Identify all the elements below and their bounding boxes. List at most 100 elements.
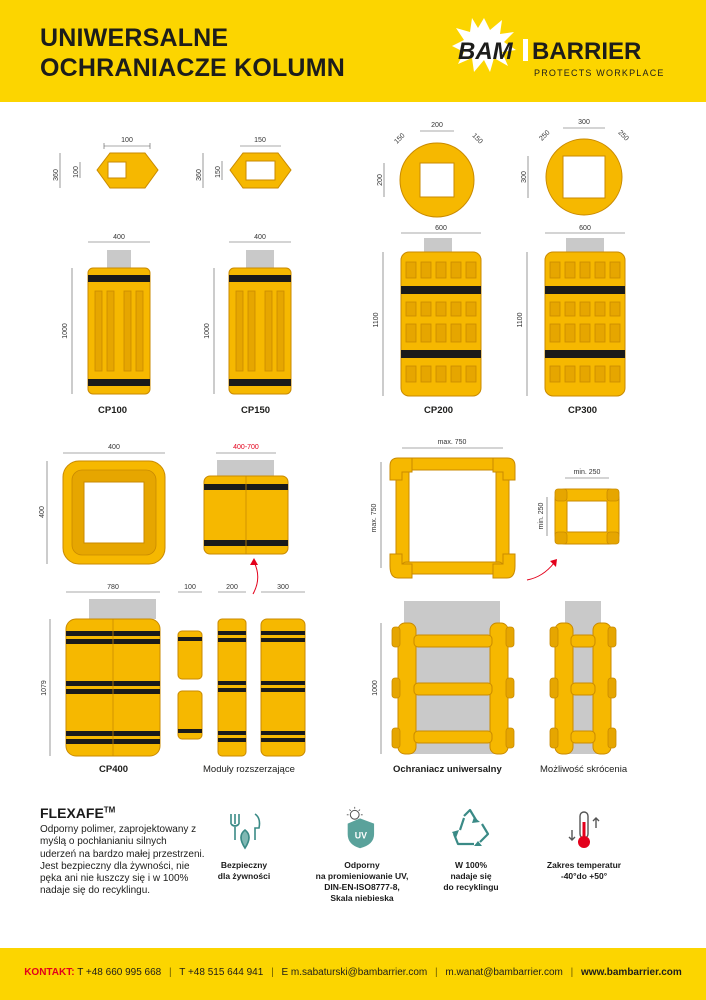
caption-cp400: CP400 (99, 764, 129, 775)
feature-uv-line4: Skala niebieska (330, 893, 394, 903)
dim-cp400-h: 1079 (41, 680, 48, 696)
dim-cp100-w: 400 (113, 234, 125, 241)
feature-recycle-line2: nadaje się (450, 871, 492, 881)
page-title-line2: OCHRANIACZE KOLUMN (40, 54, 345, 82)
dim-cp150-top-h: 360 (196, 169, 203, 181)
dim-cp100-top-inner: 100 (73, 166, 80, 178)
dim-universal-min-h: min. 250 (538, 502, 545, 529)
product-drawings: .y { fill: #f6b800; stroke: #c98a00; str… (39, 119, 630, 757)
cp150-top-view: 150 360 150 (196, 137, 292, 189)
cp300-front-view: 600 1100 (517, 225, 626, 397)
dim-cp300-w: 600 (579, 225, 591, 232)
footer-website-link[interactable]: www.bambarrier.com (581, 967, 682, 978)
dim-universal-min-w: min. 250 (574, 469, 601, 476)
flexafe-trademark: TM (103, 805, 116, 815)
dim-cp150-h: 1000 (204, 323, 211, 339)
cp400-top-view: 400 400 (39, 444, 166, 565)
caption-cp150: CP150 (241, 405, 271, 416)
footer-email2[interactable]: m.wanat@bambarrier.com (445, 967, 563, 978)
feature-temperature: Zakres temperatur -40°do +50° (524, 860, 644, 882)
dim-cp400-top-w: 400 (108, 444, 120, 451)
logo-divider (523, 39, 528, 61)
cp200-top-view: 200 150 150 200 (377, 122, 484, 218)
dim-module-200: 200 (226, 584, 238, 591)
dim-cp150-top-inner: 150 (215, 166, 222, 178)
dim-cp200-top-d1: 150 (393, 132, 406, 145)
feature-uv: Odporny na promieniowanie UV, DIN-EN-ISO… (302, 860, 422, 904)
feature-food-safe: Bezpieczny dla żywności (184, 860, 304, 882)
dim-cp200-top-w: 200 (431, 122, 443, 129)
feature-recycle-line1: W 100% (454, 860, 488, 870)
cp300-top-view: 300 250 250 300 (521, 119, 630, 216)
feature-uv-line3: DIN-EN-ISO8777-8, (324, 882, 400, 892)
feature-recycle: W 100% nadaje się do recyklingu (411, 860, 531, 893)
dim-cp300-h: 1100 (517, 312, 524, 327)
dim-cp200-top-h: 200 (377, 174, 384, 186)
cp150-front-view: 400 1000 (204, 234, 292, 395)
footer-contact-line: KONTAKT: T +48 660 995 668 | T +48 515 6… (24, 967, 682, 978)
cp200-front-view: 600 1100 (373, 225, 482, 397)
dim-universal-max-h: max. 750 (371, 503, 378, 532)
arrow-extension (252, 561, 259, 595)
feature-recycle-line3: do recyklingu (443, 882, 499, 892)
thermometer-icon (568, 811, 600, 848)
svg-text:UV: UV (355, 831, 367, 841)
caption-cp300: CP300 (568, 405, 598, 416)
universal-front-view: 1000 (372, 601, 515, 755)
footer-phone1[interactable]: T +48 660 995 668 (77, 967, 162, 978)
arrow-shortening (526, 562, 555, 581)
page-title-line1: UNIWERSALNE (40, 24, 229, 52)
cp400-front-view: 780 1079 (41, 584, 161, 757)
universal-min-top-view: min. 250 min. 250 (526, 469, 620, 581)
flexafe-title-text: FLEXAFE (40, 805, 104, 821)
cp100-front-view: 400 1000 (62, 234, 151, 395)
cp400-extension-view: 400-700 (203, 444, 289, 595)
recycle-icon (452, 808, 490, 846)
dim-cp200-top-d2: 150 (470, 132, 483, 145)
cp100-top-view: 100 360 100 (53, 137, 159, 189)
universal-max-top-view: max. 750 max. 750 (371, 439, 516, 579)
food-safe-icon (230, 813, 261, 850)
footer-band: KONTAKT: T +48 660 995 668 | T +48 515 6… (0, 948, 706, 1000)
feature-food-safe-line1: Bezpieczny (220, 860, 268, 870)
footer-phone2[interactable]: T +48 515 644 941 (179, 967, 264, 978)
feature-temperature-line1: Zakres temperatur (546, 860, 622, 870)
footer-email1[interactable]: E m.sabaturski@bambarrier.com (281, 967, 428, 978)
dim-universal-max-w: max. 750 (438, 439, 467, 446)
dim-cp200-w: 600 (435, 225, 447, 232)
dim-cp100-h: 1000 (62, 323, 69, 339)
footer-contact-label: KONTAKT: (24, 967, 75, 978)
dim-cp100-top-h: 360 (53, 169, 60, 181)
feature-food-safe-line2: dla żywności (217, 871, 271, 881)
dim-cp200-h: 1100 (373, 312, 380, 327)
shortening-front-view (549, 601, 617, 755)
uv-shield-icon: UV (346, 806, 375, 849)
dim-module-100: 100 (184, 584, 196, 591)
feature-uv-line1: Odporny (344, 860, 380, 870)
caption-modules: Moduły rozszerzające (203, 764, 295, 775)
feature-uv-line2: na promieniowanie UV, (315, 871, 409, 881)
bam-barrier-logo: BAM BARRIER PROTECTS WORKPLACE (452, 18, 665, 78)
dim-cp150-w: 400 (254, 234, 266, 241)
caption-universal: Ochraniacz uniwersalny (393, 764, 502, 775)
dim-cp300-top-h: 300 (521, 171, 528, 183)
logo-bam-text: BAM (458, 38, 514, 65)
caption-cp100: CP100 (98, 405, 128, 416)
logo-tagline: PROTECTS WORKPLACE (534, 68, 665, 78)
dim-cp300-top-d2: 250 (616, 129, 629, 142)
feature-temperature-line2: -40°do +50° (560, 871, 608, 881)
caption-shortening: Możliwość skrócenia (540, 764, 628, 775)
caption-cp200: CP200 (424, 405, 454, 416)
extension-modules-view: 100 200 300 (177, 584, 306, 757)
dim-module-300: 300 (277, 584, 289, 591)
dim-cp150-top-w: 150 (254, 137, 266, 144)
dim-cp400-w: 780 (107, 584, 119, 591)
dim-cp100-top-w: 100 (121, 137, 133, 144)
flexafe-title: FLEXAFETM (40, 805, 115, 821)
dim-universal-front-h: 1000 (372, 680, 379, 696)
dim-cp300-top-d1: 250 (538, 129, 551, 142)
logo-barrier-text: BARRIER (532, 38, 641, 65)
flexafe-description: Odporny polimer, zaprojektowany z myślą … (40, 824, 205, 897)
dim-cp300-top-w: 300 (578, 119, 590, 126)
dim-cp400-top-h: 400 (39, 506, 46, 518)
